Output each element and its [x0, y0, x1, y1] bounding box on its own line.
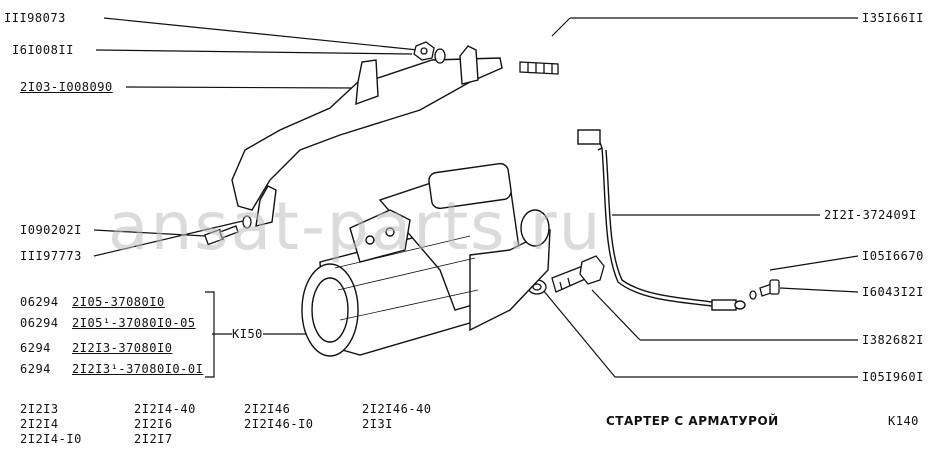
model-code: 2I2I46-40	[362, 402, 432, 416]
model-code: 2I2I46	[244, 402, 291, 416]
callout-part-number: I090202I	[20, 223, 82, 237]
starter-bracket	[231, 45, 503, 227]
starter-list-code: 06294	[20, 295, 59, 309]
starter-list-part: 2I2I3-37080I0	[72, 341, 173, 355]
starter-list-part: 2I05-37080I0	[72, 295, 165, 309]
small-bolt	[203, 225, 239, 246]
callout-part-number: I35I66II	[862, 11, 924, 25]
ground-cable	[577, 129, 746, 311]
callout-part-number: 2I2I-372409I	[824, 208, 917, 222]
stud-bolt	[519, 61, 559, 75]
callout-part-number: 2I03-I008090	[20, 80, 113, 94]
starter-list-part: 2I2I3¹-37080I0-0I	[72, 362, 204, 376]
diagram-title: СТАРТЕР С АРМАТУРОЙ	[606, 414, 779, 428]
model-code: 2I2I7	[134, 432, 173, 446]
model-code: 2I3I	[362, 417, 393, 431]
starter-motor	[301, 162, 551, 357]
starter-list-part: 2I05¹-37080I0-05	[72, 316, 196, 330]
model-code: 2I2I4-I0	[20, 432, 82, 446]
watermark: ansat-parts.ru	[108, 188, 603, 265]
starter-list-code: 06294	[20, 316, 59, 330]
callout-part-number: I05I6670	[862, 249, 924, 263]
model-code: 2I2I4-40	[134, 402, 196, 416]
starter-list-code: 6294	[20, 362, 51, 376]
callout-starter-group: KI50	[232, 327, 263, 341]
starter-list-code: 6294	[20, 341, 51, 355]
model-code: 2I2I3	[20, 402, 59, 416]
callout-part-number: III98073	[4, 11, 66, 25]
callout-part-number: I6043I2I	[862, 285, 924, 299]
model-code: 2I2I4	[20, 417, 59, 431]
small-screw	[759, 279, 780, 297]
callout-part-number: I6I008II	[12, 43, 74, 57]
model-code: 2I2I46-I0	[244, 417, 314, 431]
callout-part-number: I382682I	[862, 333, 924, 347]
callout-part-number: I05I960I	[862, 370, 924, 384]
page-code: K140	[888, 414, 919, 428]
model-code: 2I2I6	[134, 417, 173, 431]
callout-part-number: III97773	[20, 249, 82, 263]
mounting-bolt	[551, 255, 605, 293]
